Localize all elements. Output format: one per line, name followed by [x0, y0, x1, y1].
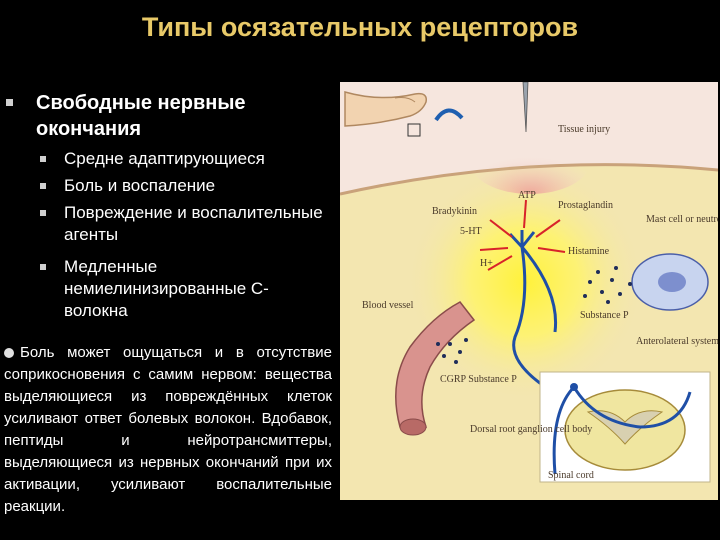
label-cgrp: CGRP Substance P	[440, 374, 517, 385]
label-anterolateral: Anterolateral system	[636, 336, 718, 347]
main-bullet-text: Свободные нервные окончания	[36, 90, 326, 142]
sub-bullet-text: Медленные немиелинизированные С-волокна	[64, 256, 324, 322]
bullet-square-icon	[6, 99, 13, 106]
slide-title: Типы осязательных рецепторов	[0, 12, 720, 43]
label-h-plus: H+	[480, 258, 493, 269]
sub-bullet-text: Средне адаптирующиеся	[64, 148, 324, 170]
figure-svg: Tissue injury ATP Bradykinin Prostagland…	[340, 82, 718, 500]
sub-bullet-text: Повреждение и воспалительные агенты	[64, 202, 324, 246]
pain-receptor-figure: Tissue injury ATP Bradykinin Prostagland…	[340, 82, 718, 500]
label-prostaglandin: Prostaglandin	[558, 200, 613, 211]
label-bradykinin: Bradykinin	[432, 206, 477, 217]
note-text: Боль может ощущаться и в отсутствие сопр…	[4, 344, 332, 515]
label-spinal-cord: Spinal cord	[548, 470, 594, 481]
label-5ht: 5-HT	[460, 226, 482, 237]
bullet-square-icon	[40, 264, 46, 270]
label-drg: Dorsal root ganglion cell body	[470, 424, 592, 435]
label-histamine: Histamine	[568, 246, 610, 257]
note-paragraph: Боль может ощущаться и в отсутствие сопр…	[4, 342, 332, 518]
sub-bullet-text: Боль и воспаление	[64, 175, 324, 197]
bullet-square-icon	[40, 210, 46, 216]
bullet-square-icon	[40, 156, 46, 162]
bullet-square-icon	[40, 183, 46, 189]
label-substance-p: Substance P	[580, 310, 629, 321]
label-tissue-injury: Tissue injury	[558, 124, 610, 135]
label-atp: ATP	[518, 190, 536, 201]
label-blood-vessel: Blood vessel	[362, 300, 414, 311]
vessel-opening	[400, 419, 426, 435]
mast-cell-nucleus	[658, 272, 686, 292]
label-mast-cell: Mast cell or neutrophil	[646, 214, 718, 225]
bullet-dot-icon	[4, 348, 14, 358]
